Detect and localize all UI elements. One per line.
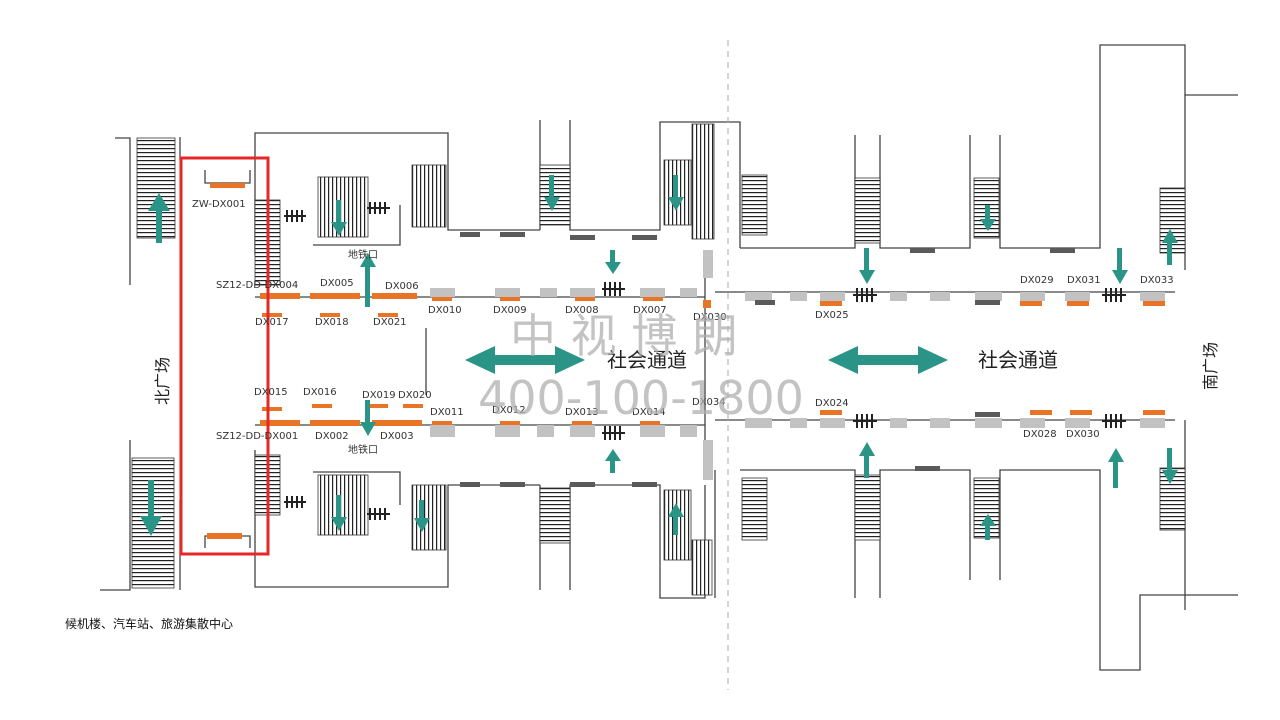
down-arrow-icon <box>544 175 560 211</box>
label-dx016: DX016 <box>303 387 337 398</box>
label-dx010: DX010 <box>428 305 462 316</box>
down-arrow-icon <box>668 175 684 211</box>
up-arrow-icon <box>668 503 684 535</box>
label-dx015: DX015 <box>254 387 288 398</box>
label-dx011: DX011 <box>430 407 464 418</box>
label-dx030-mid: DX030 <box>693 312 727 323</box>
gate-icon <box>853 414 877 428</box>
gate-icon <box>284 496 306 508</box>
down-arrow-icon <box>1112 248 1128 284</box>
label-dx003: DX003 <box>380 431 414 442</box>
up-arrow-icon <box>980 514 996 540</box>
down-arrow-icon <box>360 400 376 436</box>
gate-icon <box>284 210 306 222</box>
down-arrow-icon <box>1162 448 1178 484</box>
down-arrow-icon <box>859 248 875 284</box>
watermark: 中 视 博 朗 400-100-1800 <box>478 309 804 425</box>
gate-icon <box>853 288 877 302</box>
gate-icon <box>1102 288 1126 302</box>
down-arrow-icon <box>414 500 430 532</box>
up-arrow-icon <box>148 193 170 243</box>
down-arrow-icon <box>980 205 996 231</box>
double-arrow-icon <box>828 346 948 374</box>
label-dx021: DX021 <box>373 317 407 328</box>
label-dx020: DX020 <box>398 390 432 401</box>
label-zw-dx001: ZW-DX001 <box>192 199 246 210</box>
labels: ZW-DX001 SZ12-DD-DX004 DX005 DX006 DX017… <box>65 199 1220 631</box>
footer-caption: 候机楼、汽车站、旅游集散中心 <box>65 616 233 631</box>
label-dx025: DX025 <box>815 310 849 321</box>
label-dx014: DX014 <box>632 407 666 418</box>
up-arrow-icon <box>605 449 621 473</box>
gate-icon <box>367 508 390 520</box>
ad-panels <box>207 183 1165 539</box>
label-social-passage-1: 社会通道 <box>607 348 687 372</box>
label-dx008: DX008 <box>565 305 599 316</box>
down-arrow-icon <box>140 480 162 536</box>
gate-icon <box>1102 414 1126 428</box>
highlight-box <box>179 156 270 556</box>
label-dx033: DX033 <box>1140 275 1174 286</box>
label-dx018: DX018 <box>315 317 349 328</box>
label-dx013: DX013 <box>565 407 599 418</box>
up-arrow-icon <box>1108 448 1124 488</box>
label-dx019: DX019 <box>362 390 396 401</box>
label-dx002: DX002 <box>315 431 349 442</box>
label-dx029: DX029 <box>1020 275 1054 286</box>
gate-icon <box>602 282 625 296</box>
label-metro-exit-top: 地铁口 <box>348 248 378 261</box>
watermark-name: 中 视 博 朗 <box>510 309 738 363</box>
label-dx028: DX028 <box>1023 429 1057 440</box>
up-arrow-icon <box>1162 229 1178 265</box>
label-north-plaza: 北广场 <box>153 357 172 405</box>
up-arrow-icon <box>360 253 376 307</box>
label-sz12-dd-dx004: SZ12-DD-DX004 <box>216 280 298 291</box>
label-dx012: DX012 <box>492 405 526 416</box>
label-metro-exit-bottom: 地铁口 <box>348 443 378 456</box>
flow-arrows <box>140 175 1178 540</box>
label-dx007: DX007 <box>633 305 667 316</box>
dark-blocks <box>460 232 1075 487</box>
down-arrow-icon <box>331 200 347 236</box>
label-dx024: DX024 <box>815 398 849 409</box>
down-arrow-icon <box>331 495 347 531</box>
label-dx009: DX009 <box>493 305 527 316</box>
label-dx031: DX031 <box>1067 275 1101 286</box>
label-sz12-dd-dx001: SZ12-DD-DX001 <box>216 431 298 442</box>
gray-blocks <box>430 250 1165 480</box>
up-arrow-icon <box>859 442 875 478</box>
label-dx006: DX006 <box>385 281 419 292</box>
label-social-passage-2: 社会通道 <box>978 348 1058 372</box>
label-dx005: DX005 <box>320 278 354 289</box>
label-south-plaza: 南广场 <box>1201 342 1220 390</box>
gate-icons <box>284 202 1126 520</box>
gate-icon <box>367 202 390 214</box>
double-arrow-icon <box>465 346 585 374</box>
down-arrow-icon <box>605 250 621 274</box>
label-dx030: DX030 <box>1066 429 1100 440</box>
watermark-phone: 400-100-1800 <box>478 371 804 425</box>
label-dx017: DX017 <box>255 317 289 328</box>
label-dx034: DX034 <box>692 397 726 408</box>
gate-icon <box>602 426 625 440</box>
